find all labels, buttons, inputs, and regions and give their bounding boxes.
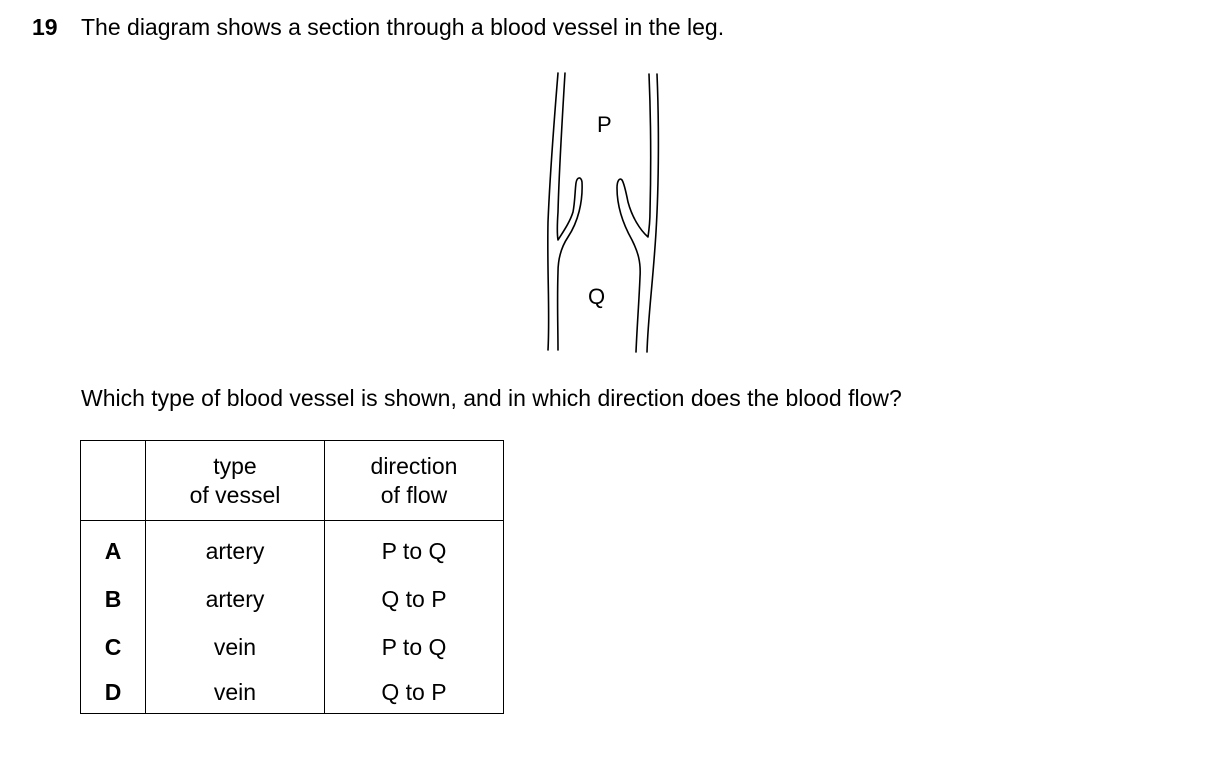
label-q: Q <box>588 284 605 309</box>
flow-direction-b: Q to P <box>324 575 504 623</box>
table-row-d: D vein Q to P <box>80 671 504 714</box>
table-row-b: B artery Q to P <box>80 575 504 623</box>
vessel-type-b: artery <box>145 575 325 623</box>
header-type-of-vessel: type of vessel <box>145 440 325 521</box>
right-wall-outer <box>646 73 660 353</box>
flow-direction-a: P to Q <box>324 520 504 575</box>
header-direction-of-flow: direction of flow <box>324 440 504 521</box>
table-header-row: type of vessel direction of flow <box>80 440 504 521</box>
option-letter-b: B <box>80 575 146 623</box>
header-type-line2: of vessel <box>189 481 281 508</box>
label-p: P <box>597 112 612 137</box>
right-wall-inner-with-valve <box>616 73 652 353</box>
option-letter-a: A <box>80 520 146 575</box>
table-row-c: C vein P to Q <box>80 623 504 671</box>
question-stem: The diagram shows a section through a bl… <box>81 14 725 40</box>
header-type-line1: type <box>213 452 257 479</box>
option-letter-d: D <box>80 671 146 714</box>
vessel-type-c: vein <box>145 623 325 671</box>
blood-vessel-diagram: P Q <box>520 62 690 362</box>
left-wall-inner-with-valve <box>556 72 583 351</box>
left-wall-outer <box>546 72 559 351</box>
answer-table: type of vessel direction of flow A arter… <box>80 440 504 714</box>
table-row-a: A artery P to Q <box>80 520 504 575</box>
vessel-section-drawing: P Q <box>546 72 660 353</box>
flow-direction-c: P to Q <box>324 623 504 671</box>
header-dir-line1: direction <box>370 452 458 479</box>
header-dir-line2: of flow <box>380 481 448 508</box>
vessel-type-a: artery <box>145 520 325 575</box>
question-number: 19 <box>32 14 58 40</box>
question-prompt: Which type of blood vessel is shown, and… <box>81 385 902 411</box>
vessel-type-d: vein <box>145 671 325 714</box>
header-letter-cell <box>80 440 146 521</box>
option-letter-c: C <box>80 623 146 671</box>
flow-direction-d: Q to P <box>324 671 504 714</box>
